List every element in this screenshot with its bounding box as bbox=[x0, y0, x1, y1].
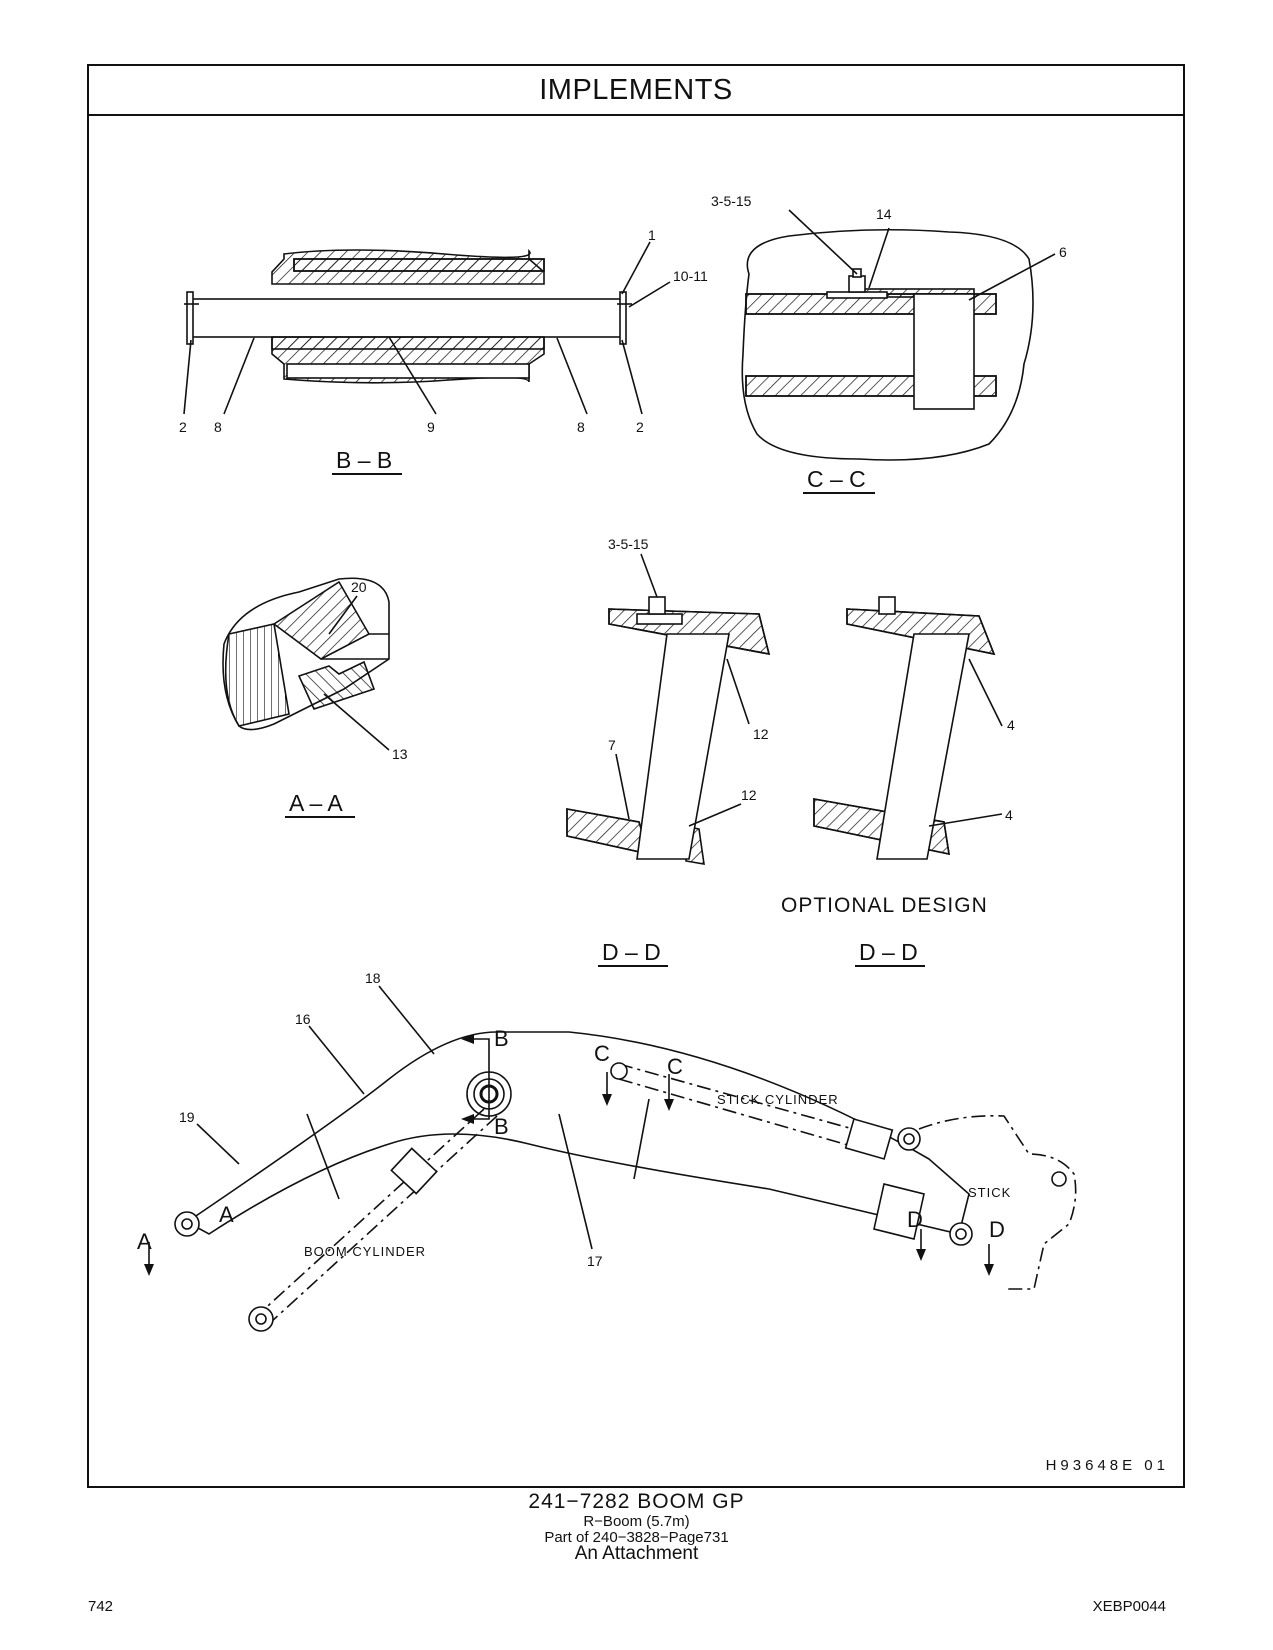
section-letter-a2: A bbox=[219, 1202, 234, 1227]
callout-cc-14: 14 bbox=[876, 206, 892, 222]
callout-cc-6: 6 bbox=[1059, 244, 1067, 260]
section-letter-a1: A bbox=[137, 1229, 152, 1254]
stick-label: STICK bbox=[968, 1185, 1011, 1200]
boom-body bbox=[174, 1031, 970, 1240]
section-dd1-leaders bbox=[615, 553, 750, 827]
section-dd2-leaders bbox=[928, 658, 1003, 827]
callout-cc-3-5-15: 3-5-15 bbox=[711, 193, 752, 209]
stick-outline bbox=[918, 1114, 1077, 1290]
section-title-dd2: D – D bbox=[859, 939, 918, 965]
document-code: XEBP0044 bbox=[1092, 1598, 1166, 1615]
drawing-code: H93648E 01 bbox=[1045, 1457, 1169, 1474]
callout-main-16: 16 bbox=[295, 1011, 311, 1027]
section-letter-c2: C bbox=[667, 1054, 683, 1079]
part-description: R−Boom (5.7m) bbox=[583, 1513, 690, 1530]
section-title-dd1: D – D bbox=[602, 939, 661, 965]
callout-dd1-12a: 12 bbox=[753, 726, 769, 742]
callout-main-19: 19 bbox=[179, 1109, 195, 1125]
callout-bb-8b: 8 bbox=[577, 419, 585, 435]
section-bb-leaders bbox=[183, 241, 671, 415]
callout-bb-10-11: 10-11 bbox=[673, 268, 708, 284]
callout-dd2-4a: 4 bbox=[1007, 717, 1015, 733]
page-title: IMPLEMENTS bbox=[89, 66, 1183, 116]
callout-main-17: 17 bbox=[587, 1253, 603, 1269]
section-cc-drawing bbox=[741, 228, 1034, 461]
callout-main-18: 18 bbox=[365, 970, 381, 986]
callout-aa-20: 20 bbox=[351, 579, 367, 595]
callout-dd1-7: 7 bbox=[608, 737, 616, 753]
section-cc-leaders bbox=[788, 209, 1056, 301]
section-title-bb: B – B bbox=[336, 447, 392, 473]
callout-dd2-4b: 4 bbox=[1005, 807, 1013, 823]
drawing-frame: IMPLEMENTS bbox=[87, 64, 1185, 1488]
section-cut-markers bbox=[148, 1038, 990, 1264]
section-dd2-drawing bbox=[813, 596, 996, 860]
boom-cylinder-label: BOOM CYLINDER bbox=[304, 1244, 426, 1259]
part-number-title: 241−7282 BOOM GP bbox=[528, 1490, 745, 1513]
section-letter-b2: B bbox=[494, 1114, 509, 1139]
section-letter-d2: D bbox=[989, 1217, 1005, 1242]
callout-bb-1: 1 bbox=[648, 227, 656, 243]
callout-bb-9: 9 bbox=[427, 419, 435, 435]
main-leaders bbox=[196, 985, 593, 1250]
section-letter-c1: C bbox=[594, 1041, 610, 1066]
stick-cylinder bbox=[610, 1062, 921, 1160]
boom-diagram: 1 10-11 2 8 9 8 2 B – B 3-5-15 14 6 C – … bbox=[137, 193, 1077, 1332]
section-letter-b1: B bbox=[494, 1026, 509, 1051]
section-title-aa: A – A bbox=[289, 790, 343, 816]
callout-bb-2a: 2 bbox=[179, 419, 187, 435]
boom-cylinder bbox=[248, 1108, 498, 1332]
attachment-note: An Attachment bbox=[574, 1543, 699, 1564]
section-aa-leaders bbox=[323, 595, 390, 751]
section-title-cc: C – C bbox=[807, 466, 866, 492]
page-number: 742 bbox=[88, 1598, 114, 1615]
callout-dd1-12b: 12 bbox=[741, 787, 757, 803]
callout-bb-2b: 2 bbox=[636, 419, 644, 435]
callout-dd1-3-5-15: 3-5-15 bbox=[608, 536, 649, 552]
callout-aa-13: 13 bbox=[392, 746, 408, 762]
optional-design-label: OPTIONAL DESIGN bbox=[781, 894, 988, 917]
part-of-reference: Part of 240−3828−Page731 bbox=[544, 1529, 729, 1546]
stick-cylinder-label: STICK CYLINDER bbox=[717, 1092, 839, 1107]
section-dd1-drawing bbox=[566, 596, 771, 865]
section-arrow-heads bbox=[144, 1034, 994, 1276]
section-aa-drawing bbox=[222, 577, 390, 731]
section-letter-d1: D bbox=[907, 1207, 923, 1232]
section-bb-drawing bbox=[184, 248, 632, 384]
callout-bb-8a: 8 bbox=[214, 419, 222, 435]
